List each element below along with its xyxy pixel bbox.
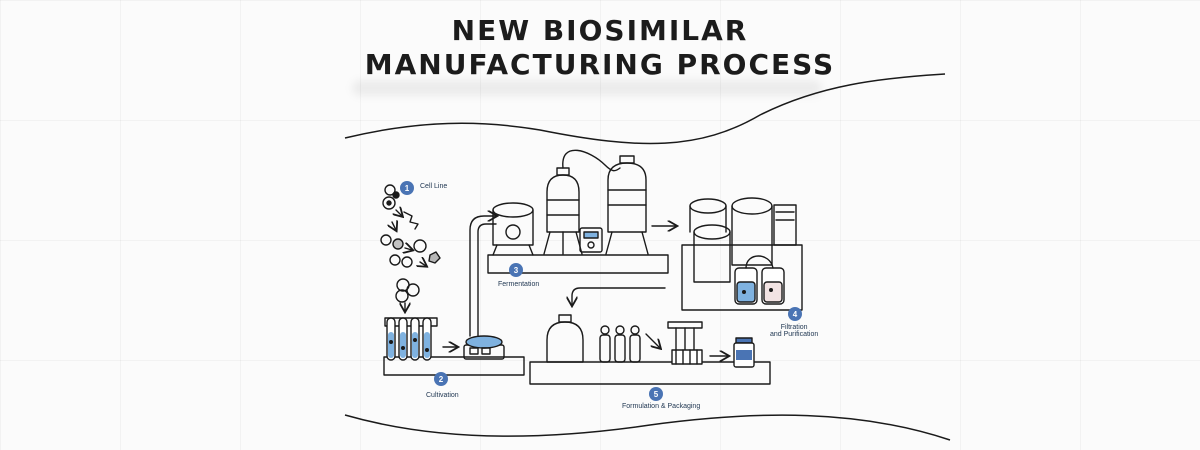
step-2-badge [434,372,448,386]
step-2-number: 2 [439,375,444,384]
step-1-number: 1 [405,184,410,193]
test-tube-rack [384,317,438,361]
medicine-vial [733,337,755,368]
step-5-badge [649,387,663,401]
page-title-line1: NEW BIOSIMILAR [451,14,749,47]
gas-cylinders [599,325,641,363]
step-4-badge [788,307,802,321]
control-unit [579,227,603,253]
step-3-badge [509,263,523,277]
fermenter-hose [562,149,621,172]
step-4-label-line2: and Purification [770,331,819,338]
arrow-to-filling [645,333,660,348]
step-3-number: 3 [514,266,519,275]
page-title-line2: MANUFACTURING PROCESS [364,48,836,81]
filling-machine [667,321,703,365]
step-5-number: 5 [654,390,659,399]
fermentation-platform [487,254,669,274]
step-3-label: Fermentation [498,281,540,288]
open-tank [492,202,534,256]
step-4-label: Filtration and Purification [770,324,818,338]
filtration-platform [681,244,803,311]
purification-bottles [734,255,785,305]
fermenter-tank-2 [605,155,649,255]
step-4-number: 4 [793,310,798,319]
arrow-to-formulation [572,287,666,305]
title-shadow [352,80,822,96]
step-1-badge [400,181,414,195]
filtration-vessels [689,197,797,283]
top-wave-line [344,73,946,145]
cell-line-illustration [380,184,441,311]
bottom-wave-line [344,414,951,441]
cultivation-platform [383,356,525,376]
transfer-pipe [477,223,497,337]
incubator [463,335,505,360]
storage-tank [546,314,584,363]
formulation-platform [529,361,771,385]
step-4-label-line1: Filtration [780,324,808,331]
step-5-label: Formulation & Packaging [622,403,701,410]
step-2-label: Cultivation [426,392,459,399]
fermenter-tank-1 [543,167,583,255]
step-1-label: Cell Line [420,183,448,190]
